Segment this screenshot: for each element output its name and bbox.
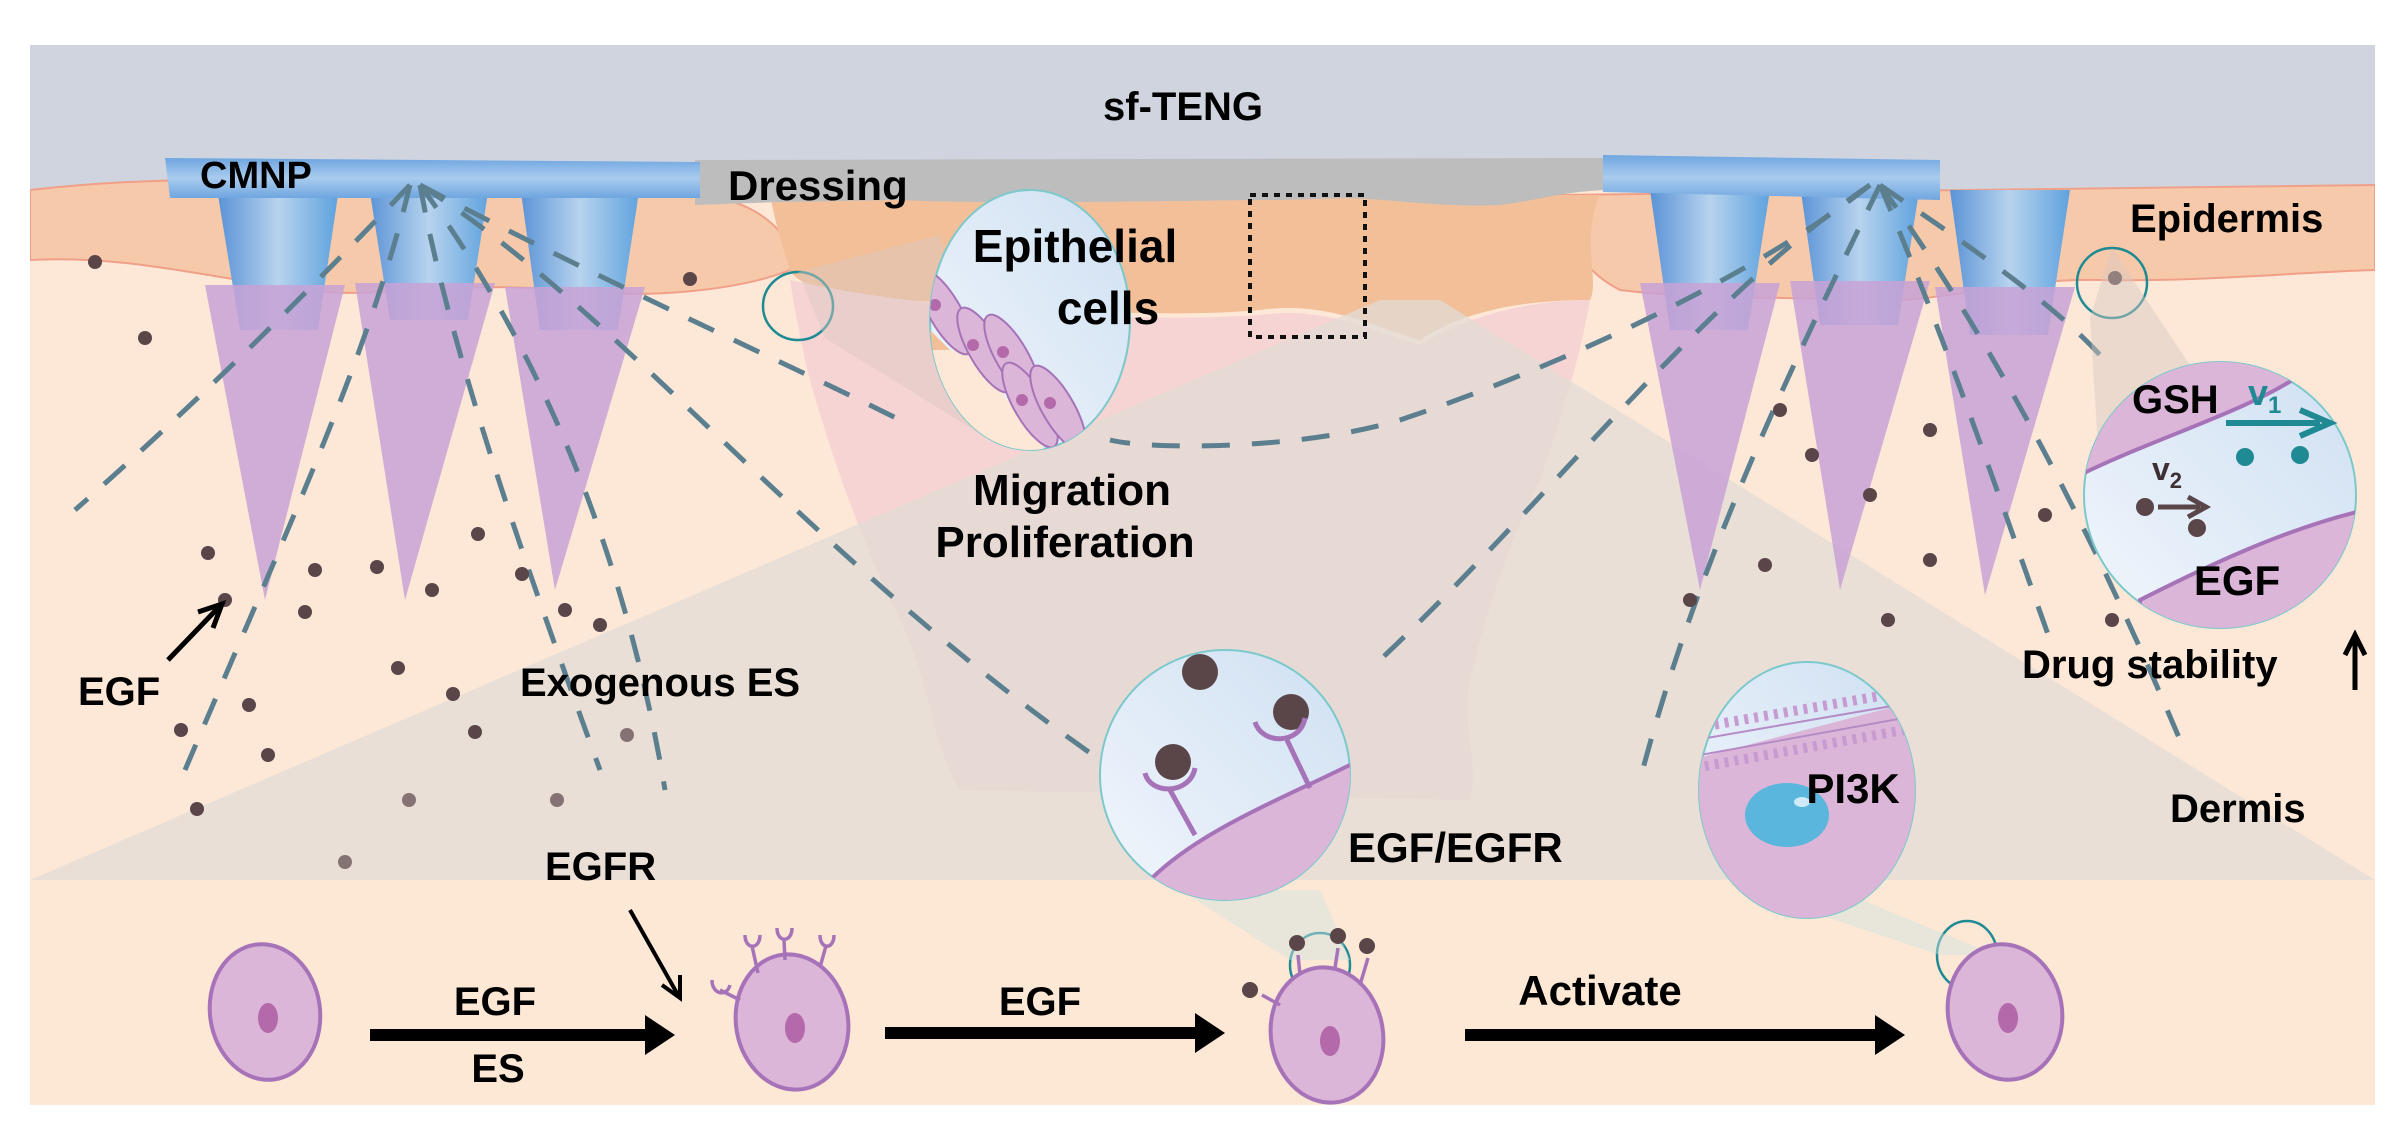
zoom-cone [1180,890,1350,960]
dressing [695,158,1605,206]
label-dermis: Dermis [2170,787,2306,831]
electric-field-lines [73,182,2183,791]
magnifier-ring [761,270,835,342]
lipid-bilayer [1699,685,1915,773]
cell-activated [1945,942,2065,1082]
egf-particle-fast [2236,448,2254,466]
v1-subscript: 1 [2268,392,2281,419]
step1-label-top: EGF [454,980,536,1024]
cmnp-backing [1603,155,1940,200]
label-sf-teng: sf-TENG [1103,85,1263,129]
pathway-row: EGF ES EGF [207,927,2065,1105]
label-migration: Migration [973,466,1171,515]
label-epithelial-2: cells [1057,282,1159,334]
label-dressing: Dressing [728,162,908,209]
egf-ligand [1155,744,1191,780]
label-egf: EGF [78,670,160,714]
egf-ligand [1182,654,1218,690]
egf-pointer-arrow [166,599,227,662]
needle-tip [1790,281,1930,590]
step1-label-bottom: ES [471,1047,524,1091]
v1-letter: v [2248,372,2268,413]
needle-tip [1640,283,1780,590]
step3-label: Activate [1518,967,1681,1014]
magnifier-ring [2075,246,2149,320]
egfr-pointer-arrow [628,909,682,1002]
egf-particles [88,255,2122,869]
label-exogenous-es: Exogenous ES [520,661,800,705]
label-egf-egfr: EGF/EGFR [1348,824,1563,871]
egf-particle-slow [2188,519,2206,537]
v2-letter: v [2152,451,2170,487]
needle-tip [355,283,495,600]
cell-egf-bound [1242,928,1386,1105]
label-epithelial-1: Epithelial [973,220,1177,272]
label-v2: v2 [2152,451,2182,493]
step3-arrowhead [1875,1015,1905,1055]
label-proliferation: Proliferation [935,518,1194,567]
increase-arrow-icon [2342,629,2368,690]
v2-subscript: 2 [2170,468,2182,493]
label-gsh: GSH [2132,378,2219,422]
label-egfr: EGFR [545,845,656,889]
label-egf-inset: EGF [2194,557,2280,604]
needle-tip [505,287,645,590]
inset-pi3k: PI3K [1698,661,1916,919]
v2-arrow [2158,494,2212,520]
cell-resting [207,942,323,1082]
label-pi3k: PI3K [1806,765,1899,812]
step1-arrowhead [645,1015,675,1055]
egf-particle-fast [2291,446,2309,464]
label-drug-stability: Drug stability [2022,643,2278,687]
needle-tip [205,285,345,600]
cmnp-left [165,158,700,600]
cmnp-backing [165,158,700,198]
label-v1: v1 [2248,372,2281,419]
step2-arrowhead [1195,1013,1225,1053]
egfr-receptor [1142,717,1313,837]
step2-label: EGF [999,980,1081,1024]
cell-egfr-expressing [710,927,851,1092]
needle-tip [1935,287,2075,595]
wound-region-box [1248,193,1367,339]
label-cmnp: CMNP [200,155,312,197]
label-epidermis: Epidermis [2130,197,2323,241]
egf-particle-slow [2136,498,2154,516]
egf-ligand [1273,694,1309,730]
v1-arrow [2226,407,2338,439]
